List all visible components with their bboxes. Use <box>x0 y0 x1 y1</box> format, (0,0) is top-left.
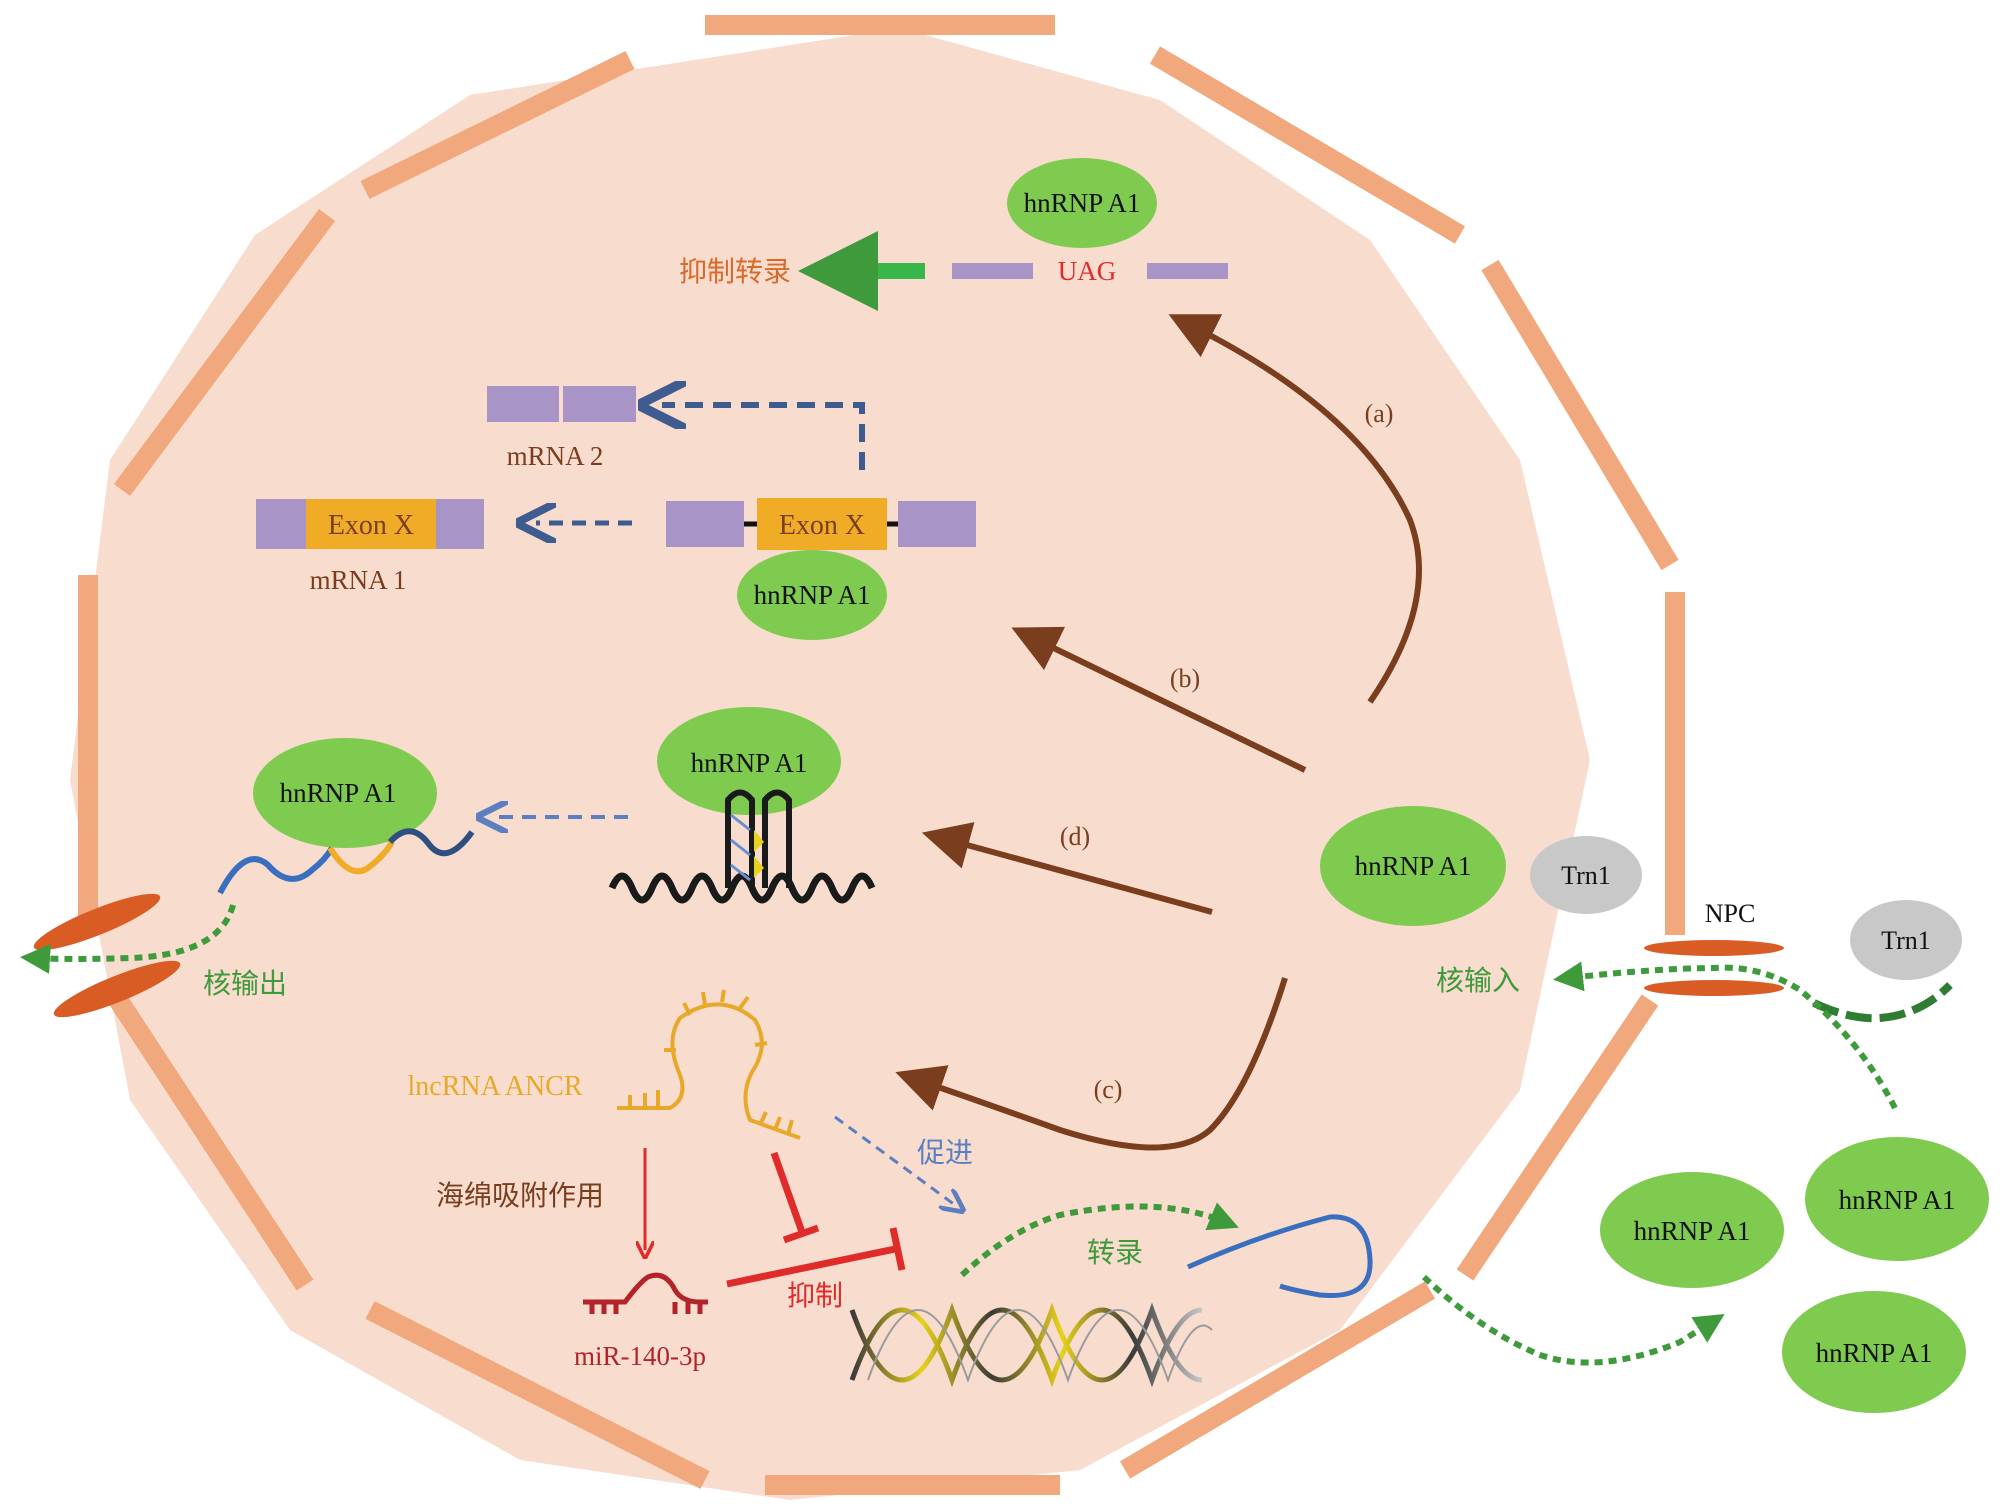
pre-mrna-block-left <box>666 501 744 547</box>
protein-hnrnp-a1-b-label: hnRNP A1 <box>754 580 871 610</box>
protein-hnrnp-a1-center <box>1320 806 1506 926</box>
npc-right-upper <box>1644 940 1784 956</box>
promote-arrow <box>834 1115 955 1205</box>
cytoplasm-export-arrow <box>1421 1274 1725 1366</box>
trn1-nuclear-label: Trn1 <box>1561 861 1611 890</box>
import-arrow <box>1553 961 1898 1110</box>
lncrna-ancr-structure <box>617 989 801 1140</box>
mrna1-block-right <box>436 499 484 549</box>
pathway-a-arrow <box>1168 314 1422 704</box>
pathway-a-label: (a) <box>1365 399 1394 428</box>
protein-hnrnp-a1-d-label: hnRNP A1 <box>691 748 808 778</box>
splice-arrow-mrna2 <box>662 405 865 470</box>
protein-hnrnp-a1-cyto-2-label: hnRNP A1 <box>1839 1185 1956 1215</box>
protein-hnrnp-a1-export <box>253 738 437 848</box>
protein-hnrnp-a1-cyto-1 <box>1600 1172 1784 1288</box>
npc-left-lower <box>53 960 181 1018</box>
protein-hnrnp-a1-cyto-2 <box>1805 1137 1989 1261</box>
uag-label: UAG <box>1058 256 1117 286</box>
nuclear-membrane <box>78 15 1685 1495</box>
protein-hnrnp-a1-a <box>1007 158 1157 248</box>
mrna2-label: mRNA 2 <box>507 441 604 471</box>
protein-hnrnp-a1-cyto-1-label: hnRNP A1 <box>1634 1216 1751 1246</box>
repress-transcription-label: 抑制转录 <box>679 256 791 288</box>
export-rna-orange <box>327 840 395 875</box>
transcription-label: 转录 <box>1087 1237 1143 1269</box>
protein-hnrnp-a1-cyto-3 <box>1782 1291 1966 1413</box>
lncrna-ancr-label: lncRNA ANCR <box>407 1071 582 1102</box>
pathway-b-label: (b) <box>1170 664 1200 693</box>
trn1-nuclear <box>1530 836 1642 914</box>
pre-mrna-exon-x <box>757 498 887 550</box>
pathway-c-arrow <box>895 977 1288 1151</box>
protein-hnrnp-a1-cyto-3-label: hnRNP A1 <box>1816 1338 1933 1368</box>
export-rna-navy <box>387 828 475 857</box>
nuclear-export-label: 核输出 <box>203 968 287 1000</box>
mrna1-label: mRNA 1 <box>310 565 407 595</box>
mrna1-exon-x-label: Exon X <box>328 510 414 541</box>
trn1-cytoplasm-label: Trn1 <box>1881 926 1931 955</box>
protein-hnrnp-a1-a-label: hnRNP A1 <box>1024 188 1141 218</box>
protein-hnrnp-a1-center-label: hnRNP A1 <box>1355 851 1472 881</box>
protein-hnrnp-a1-b <box>737 550 887 640</box>
pathway-c-label: (c) <box>1094 1075 1123 1104</box>
npc-label: NPC <box>1705 899 1756 928</box>
mrna2-block-1 <box>487 386 559 422</box>
pre-mrna-block-right <box>898 501 976 547</box>
transcription-arrow <box>959 1202 1239 1278</box>
lncrna-inhibition <box>770 1151 820 1244</box>
sponge-label: 海绵吸附作用 <box>436 1180 604 1212</box>
trn1-return-path <box>1812 982 1953 1023</box>
dna-double-helix <box>849 1302 1213 1388</box>
pathway-b-arrow <box>1011 626 1307 773</box>
npc-right-lower <box>1644 980 1784 996</box>
inhibit-label: 抑制 <box>787 1280 843 1312</box>
nuclear-import-label: 核输入 <box>1436 965 1520 997</box>
pathway-d-label: (d) <box>1060 822 1090 851</box>
mirna-structure <box>583 1272 708 1314</box>
g-quadruplex-rna <box>608 872 876 904</box>
mrna1-block-left <box>256 499 306 549</box>
protein-hnrnp-a1-d <box>657 707 841 815</box>
promote-label: 促进 <box>917 1137 973 1169</box>
pre-mrna-exon-x-label: Exon X <box>779 510 865 541</box>
transcript-rna <box>1186 1214 1373 1299</box>
trn1-cytoplasm <box>1850 900 1962 980</box>
protein-hnrnp-a1-export-label: hnRNP A1 <box>280 778 397 808</box>
npc-left-upper <box>33 893 161 951</box>
g-quadruplex-stem <box>725 789 792 888</box>
mirna-label: miR-140-3p <box>574 1341 706 1371</box>
pathway-d-arrow <box>921 822 1213 915</box>
mrna2-block-2 <box>563 386 636 422</box>
mirna-inhibition <box>726 1227 906 1288</box>
mrna1-exon-x <box>306 499 436 549</box>
export-rna-blue <box>217 846 335 895</box>
